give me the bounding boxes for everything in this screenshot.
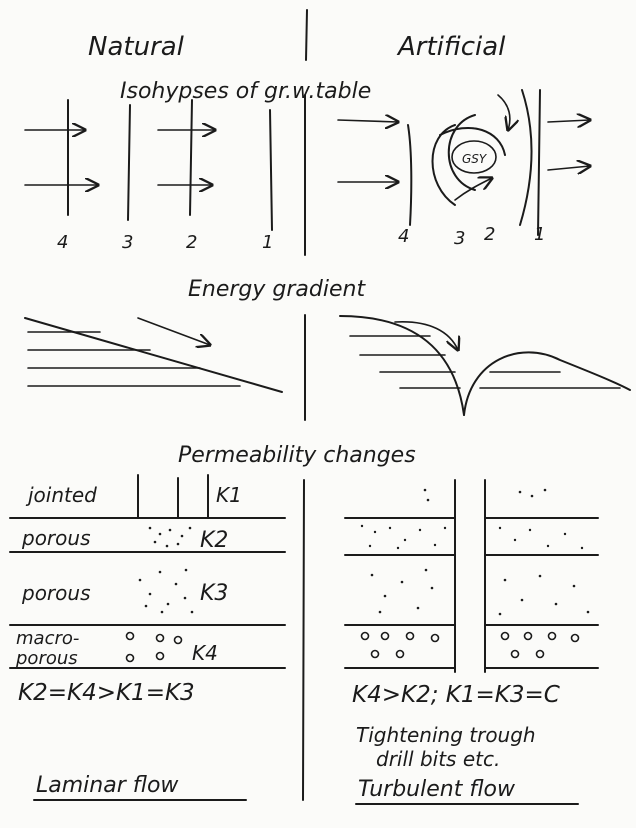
natural-label-1: 1: [262, 232, 273, 253]
porous-stipple-artificial: [361, 489, 590, 616]
heading-artificial: Artificial: [396, 32, 506, 62]
natural-label-2: 2: [186, 232, 197, 253]
artificial-permeability-relation: K4>K2; K1=K3=C: [352, 682, 560, 708]
k2-label: K2: [200, 528, 228, 553]
artificial-label-2: 2: [484, 224, 495, 245]
k4-label: K4: [192, 641, 218, 665]
layer-porous-2: porous: [21, 581, 91, 605]
energy-gradient-natural: [25, 318, 282, 392]
heading-permeability: Permeability changes: [178, 443, 416, 468]
layer-jointed: jointed: [25, 483, 97, 507]
artificial-isohypse-labels: 4 3 2 1: [398, 224, 545, 249]
note-tightening-2: drill bits etc.: [376, 747, 500, 771]
natural-label-3: 3: [122, 232, 133, 253]
k3-label: K3: [200, 581, 228, 606]
artificial-label-3: 3: [454, 228, 465, 249]
center-divider: [303, 10, 307, 800]
natural-isohypse-labels: 4 3 2 1: [57, 232, 273, 253]
note-tightening-1: Tightening trough: [356, 723, 536, 747]
permeability-artificial-layers: [345, 480, 598, 672]
heading-natural: Natural: [88, 32, 185, 62]
heading-isohypses: Isohypses of gr.w.table: [120, 79, 371, 104]
footer-turbulent-flow: Turbulent flow: [358, 777, 516, 802]
well-label: GSY: [462, 152, 488, 166]
natural-isohypses: [25, 100, 272, 230]
natural-permeability-relation: K2=K4>K1=K3: [18, 680, 195, 706]
artificial-label-1: 1: [534, 224, 545, 245]
natural-label-4: 4: [57, 232, 68, 253]
footer-laminar-flow: Laminar flow: [36, 773, 179, 798]
porous-stipple-natural: [139, 527, 194, 614]
energy-gradient-artificial: [340, 316, 630, 415]
heading-energy-gradient: Energy gradient: [188, 277, 366, 302]
k1-label: K1: [216, 483, 242, 507]
macro-porous-circles-natural: [127, 633, 182, 662]
artificial-label-4: 4: [398, 226, 409, 247]
layer-macro-porous-2: porous: [15, 648, 78, 669]
layer-porous-1: porous: [21, 526, 91, 550]
macro-porous-circles-artificial: [362, 633, 579, 658]
layer-macro-porous-1: macro-: [16, 628, 79, 649]
